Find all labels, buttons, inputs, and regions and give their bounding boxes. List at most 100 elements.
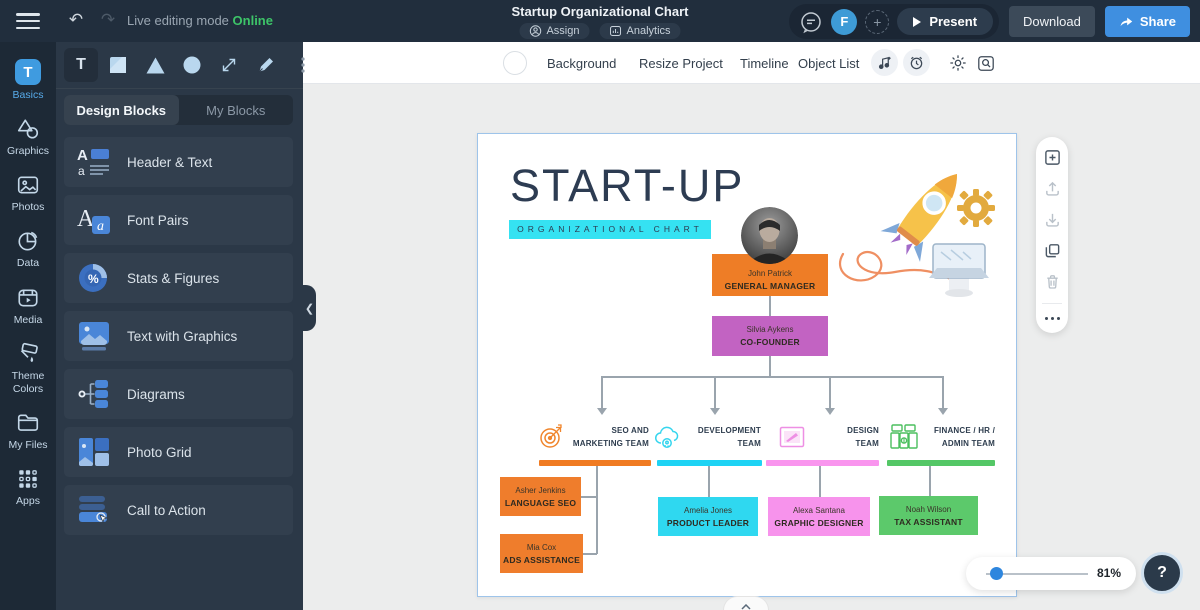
sidebar-item-data[interactable]: Data [0, 222, 56, 278]
org-box-ads-assistance[interactable]: Mia Cox ADS ASSISTANCE [500, 534, 583, 573]
block-item-text-with-graphics[interactable]: Text with Graphics [64, 311, 293, 361]
team-bar-finance-hr-admin[interactable] [887, 460, 995, 466]
duplicate-slide-button[interactable] [1043, 241, 1061, 259]
zoom-slider-track[interactable] [986, 573, 1088, 575]
download-button[interactable]: Download [1009, 6, 1095, 37]
project-title[interactable]: Startup Organizational Chart [511, 4, 689, 19]
sidebar-item-apps[interactable]: Apps [0, 460, 56, 516]
sidebar-item-basics[interactable]: T Basics [0, 52, 56, 110]
org-box-cofounder[interactable]: Silvia Aykens CO-FOUNDER [712, 316, 828, 356]
person-name: Amelia Jones [683, 505, 733, 515]
sidebar-item-graphics[interactable]: Graphics [0, 110, 56, 166]
team-label-line: SEO AND [611, 426, 649, 435]
settings-button[interactable] [949, 54, 967, 77]
undo-button[interactable]: ↶ [68, 10, 84, 29]
photo-grid-icon [79, 438, 109, 466]
zoom-percentage: 81% [1096, 566, 1121, 580]
org-box-language-seo[interactable]: Asher Jenkins LANGUAGE SEO [500, 477, 581, 516]
shapes-icon [17, 119, 39, 139]
share-label: Share [1139, 14, 1176, 29]
resize-project-button[interactable]: Resize Project [639, 56, 723, 71]
triangle-icon [146, 57, 164, 73]
online-badge: Online [232, 13, 273, 28]
chart-subtitle-bar[interactable]: ORGANIZATIONAL CHART [509, 220, 711, 239]
sidebar-item-media[interactable]: Media [0, 279, 56, 335]
team-label-development[interactable]: DEVELOPMENT TEAM [672, 424, 761, 450]
panel-collapse-button[interactable]: ❮ [303, 285, 316, 331]
design-frame-icon[interactable] [779, 426, 805, 448]
connector-arrowhead [597, 408, 607, 415]
share-button[interactable]: Share [1104, 6, 1190, 37]
chart-title-text[interactable]: START-UP [510, 160, 745, 211]
sidebar-item-my-files[interactable]: My Files [0, 404, 56, 460]
person-name: John Patrick [747, 269, 793, 278]
timeline-button[interactable]: Timeline [740, 56, 789, 71]
team-label-line: FINANCE / HR / [933, 426, 995, 435]
org-box-graphic-designer[interactable]: Alexa Santana GRAPHIC DESIGNER [768, 497, 870, 536]
download-slide-button[interactable] [1043, 210, 1061, 228]
more-actions-button[interactable] [1044, 317, 1060, 320]
audio-button[interactable] [871, 49, 898, 76]
team-label-line: ADMIN TEAM [941, 439, 995, 449]
svg-text:A: A [77, 147, 88, 164]
timer-button[interactable] [903, 49, 930, 76]
analytics-button[interactable]: Analytics [599, 23, 681, 39]
present-button[interactable]: Present [897, 8, 994, 35]
delete-slide-button[interactable] [1043, 272, 1061, 290]
hamburger-menu-icon[interactable] [16, 13, 40, 29]
text-tool-button[interactable]: T [64, 48, 98, 82]
org-box-tax-assistant[interactable]: Noah Wilson TAX ASSISTANT [879, 496, 978, 535]
sidebar-item-photos[interactable]: Photos [0, 166, 56, 222]
triangle-tool-button[interactable] [138, 48, 172, 82]
team-label-seo-marketing[interactable]: SEO AND MARKETING TEAM [561, 424, 649, 450]
circle-icon [183, 56, 201, 74]
team-label-line: TEAM [737, 439, 761, 449]
sidebar-item-label: Graphics [6, 145, 49, 158]
block-item-diagrams[interactable]: Diagrams [64, 369, 293, 419]
add-slide-button[interactable] [1043, 148, 1061, 166]
zoom-slider-handle[interactable] [990, 567, 1003, 580]
tools-more-menu[interactable] [286, 48, 320, 82]
pen-tool-button[interactable] [249, 48, 283, 82]
tab-my-blocks[interactable]: My Blocks [206, 102, 266, 118]
sidebar-item-theme-colors[interactable]: Theme Colors [0, 335, 56, 404]
help-button[interactable]: ? [1141, 552, 1183, 594]
upload-slide-button[interactable] [1043, 179, 1061, 197]
line-tool-button[interactable] [212, 48, 246, 82]
preview-button[interactable] [977, 54, 995, 77]
canvas-page[interactable]: START-UP ORGANIZATIONAL CHART [477, 133, 1017, 597]
paint-roller-icon [20, 342, 38, 362]
comments-icon[interactable] [799, 10, 823, 34]
assign-button[interactable]: Assign [519, 23, 590, 39]
org-box-product-leader[interactable]: Amelia Jones PRODUCT LEADER [658, 497, 758, 536]
image-icon [17, 176, 39, 194]
left-sidebar: T Basics Graphics Photos Data Media Them… [0, 42, 56, 610]
redo-button[interactable]: ↷ [100, 10, 116, 29]
manager-photo[interactable] [741, 207, 798, 264]
square-tool-button[interactable] [101, 48, 135, 82]
team-bar-seo-marketing[interactable] [539, 460, 651, 466]
team-bar-development[interactable] [657, 460, 762, 466]
background-button[interactable]: Background [547, 56, 617, 71]
team-bar-design[interactable] [766, 460, 879, 466]
block-item-stats-figures[interactable]: % Stats & Figures [64, 253, 293, 303]
background-color-swatch[interactable] [503, 51, 527, 75]
block-item-photo-grid[interactable]: Photo Grid [64, 427, 293, 477]
slide-panel-expand-tab[interactable] [723, 596, 769, 610]
target-icon[interactable] [539, 423, 565, 449]
rocket-illustration[interactable] [833, 156, 1008, 311]
block-item-call-to-action[interactable]: Call to Action [64, 485, 293, 535]
cloud-icon[interactable] [654, 424, 681, 450]
pen-icon [259, 58, 273, 72]
user-avatar[interactable]: F [831, 8, 858, 35]
finance-money-icon[interactable] [889, 423, 919, 450]
object-list-button[interactable]: Object List [798, 56, 860, 71]
team-label-finance-hr-admin[interactable]: FINANCE / HR / ADMIN TEAM [905, 424, 995, 450]
team-label-design[interactable]: DESIGN TEAM [789, 424, 879, 450]
tab-design-blocks[interactable]: Design Blocks [64, 95, 179, 125]
add-collaborator-button[interactable]: + [865, 9, 890, 34]
circle-tool-button[interactable] [175, 48, 209, 82]
